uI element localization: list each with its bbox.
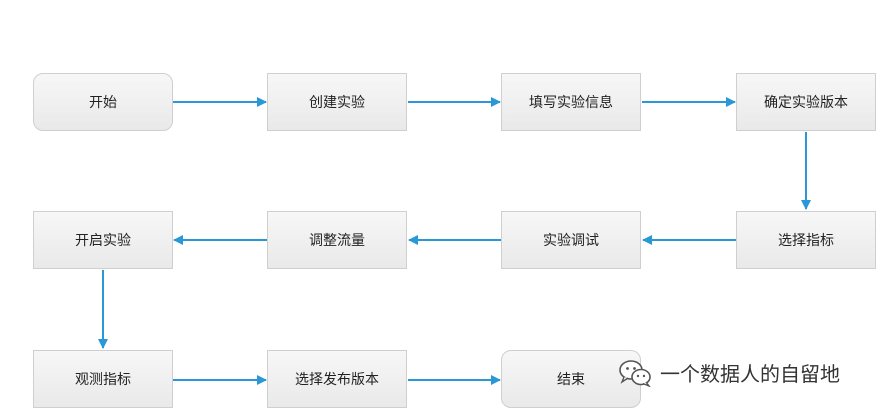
node-create-experiment: 创建实验 [267, 73, 407, 131]
node-select-metrics: 选择指标 [736, 211, 876, 269]
node-start: 开始 [33, 73, 173, 131]
wechat-icon [619, 359, 651, 387]
node-adjust-traffic: 调整流量 [267, 211, 407, 269]
watermark: 一个数据人的自留地 [618, 358, 840, 387]
node-experiment-debug: 实验调试 [501, 211, 641, 269]
node-confirm-experiment-version: 确定实验版本 [736, 73, 876, 131]
node-start-experiment: 开启实验 [33, 211, 173, 269]
node-observe-metrics: 观测指标 [33, 350, 173, 408]
node-select-release-version: 选择发布版本 [267, 350, 407, 408]
node-fill-experiment-info: 填写实验信息 [501, 73, 641, 131]
watermark-text: 一个数据人的自留地 [660, 362, 840, 386]
